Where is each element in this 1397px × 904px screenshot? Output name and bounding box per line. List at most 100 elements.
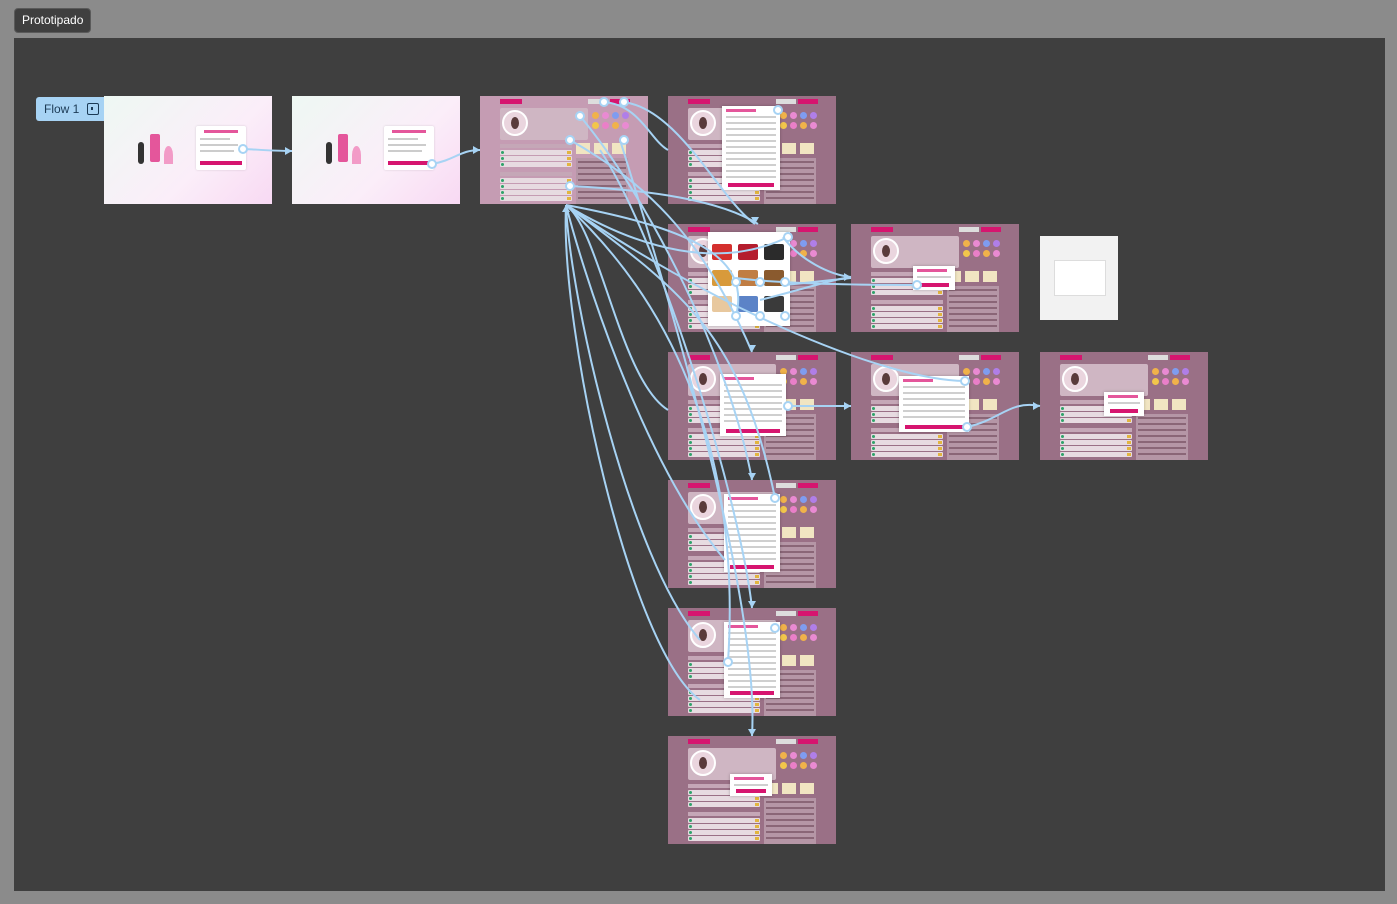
frame-dashboard-toast[interactable] bbox=[668, 736, 836, 844]
modal-line bbox=[724, 384, 782, 386]
stat-dot bbox=[993, 240, 1000, 247]
header-tag bbox=[688, 739, 710, 744]
table-row bbox=[949, 319, 997, 321]
frame-dashboard-modal-table[interactable] bbox=[668, 96, 836, 204]
table-row bbox=[766, 551, 814, 553]
table-row bbox=[766, 819, 814, 821]
avatar bbox=[690, 494, 716, 520]
frame-blank-message[interactable] bbox=[1040, 236, 1118, 320]
list-item bbox=[500, 178, 572, 183]
frame-dashboard-success[interactable] bbox=[1040, 352, 1208, 460]
table-row bbox=[766, 813, 814, 815]
table-row bbox=[949, 313, 997, 315]
badge bbox=[983, 271, 997, 282]
modal-button bbox=[730, 565, 774, 569]
message-card bbox=[1054, 260, 1106, 296]
table-row bbox=[1138, 423, 1186, 425]
modal-line bbox=[726, 176, 776, 178]
table-row bbox=[766, 435, 814, 437]
table-row bbox=[578, 185, 626, 187]
connection bbox=[603, 101, 669, 151]
flow-start-icon[interactable] bbox=[87, 103, 100, 115]
table-row bbox=[766, 697, 814, 699]
connection bbox=[623, 101, 756, 225]
section-title-tab[interactable]: Prototipado bbox=[14, 8, 92, 33]
table-row bbox=[578, 167, 626, 169]
table-row bbox=[766, 197, 814, 199]
table-row bbox=[766, 301, 814, 303]
illustration bbox=[322, 134, 364, 166]
frame-dashboard-form-1[interactable] bbox=[668, 352, 836, 460]
table-row bbox=[766, 295, 814, 297]
stat-dot bbox=[592, 122, 599, 129]
list-item bbox=[688, 708, 760, 713]
modal-button bbox=[728, 183, 774, 187]
modal-title bbox=[1108, 395, 1138, 398]
table-row bbox=[949, 417, 997, 419]
modal-line bbox=[903, 392, 965, 394]
modal-line bbox=[728, 558, 776, 560]
list-item bbox=[688, 796, 760, 801]
header-tag bbox=[776, 227, 796, 232]
connection bbox=[565, 204, 701, 641]
list-item bbox=[871, 324, 943, 329]
badge bbox=[800, 655, 814, 666]
header-tag bbox=[871, 355, 893, 360]
header-tag bbox=[798, 483, 818, 488]
stat-dot bbox=[1172, 378, 1179, 385]
avatar bbox=[690, 750, 716, 776]
modal-title bbox=[726, 109, 756, 112]
frame-login-2[interactable] bbox=[292, 96, 460, 204]
stat-dot bbox=[810, 506, 817, 513]
stat-dot bbox=[622, 122, 629, 129]
frame-dashboard-confirm[interactable] bbox=[851, 224, 1019, 332]
connection-node bbox=[770, 623, 780, 633]
connection-node bbox=[238, 144, 248, 154]
header-tag bbox=[981, 355, 1001, 360]
arrowhead bbox=[1033, 402, 1040, 410]
table-row bbox=[578, 197, 626, 199]
stat-dot bbox=[612, 112, 619, 119]
header-tag bbox=[688, 99, 710, 104]
list-item bbox=[688, 802, 760, 807]
flow-start-label[interactable]: Flow 1 bbox=[36, 97, 108, 121]
connection-lines bbox=[242, 101, 1041, 737]
connection bbox=[565, 204, 789, 255]
frame-dashboard-form-2[interactable] bbox=[851, 352, 1019, 460]
modal-button bbox=[726, 429, 780, 433]
table-row bbox=[949, 307, 997, 309]
list-item bbox=[688, 830, 760, 835]
connection-nodes bbox=[238, 97, 972, 667]
table-row bbox=[766, 563, 814, 565]
table-row bbox=[766, 173, 814, 175]
table-row bbox=[766, 673, 814, 675]
stats-panel bbox=[588, 108, 632, 138]
modal-line bbox=[728, 546, 776, 548]
header-tag bbox=[776, 355, 796, 360]
table-row bbox=[766, 685, 814, 687]
list-item bbox=[1060, 418, 1132, 423]
stat-dot bbox=[800, 240, 807, 247]
table-row bbox=[766, 831, 814, 833]
stat-dot bbox=[810, 112, 817, 119]
stat-dot bbox=[790, 496, 797, 503]
stat-dot bbox=[602, 122, 609, 129]
header-tag bbox=[798, 611, 818, 616]
header-tag bbox=[959, 227, 979, 232]
stat-dot bbox=[800, 762, 807, 769]
table-row bbox=[949, 289, 997, 291]
avatar bbox=[873, 238, 899, 264]
modal-button bbox=[1110, 409, 1138, 413]
modal-line bbox=[724, 408, 782, 410]
table-row bbox=[766, 441, 814, 443]
table-row bbox=[766, 185, 814, 187]
stat-dot bbox=[780, 762, 787, 769]
stat-dot bbox=[810, 762, 817, 769]
table-row bbox=[1138, 441, 1186, 443]
table-row bbox=[1138, 453, 1186, 455]
table-row bbox=[949, 435, 997, 437]
list-item bbox=[871, 446, 943, 451]
table-row bbox=[766, 801, 814, 803]
frame-dashboard-home[interactable] bbox=[480, 96, 648, 204]
